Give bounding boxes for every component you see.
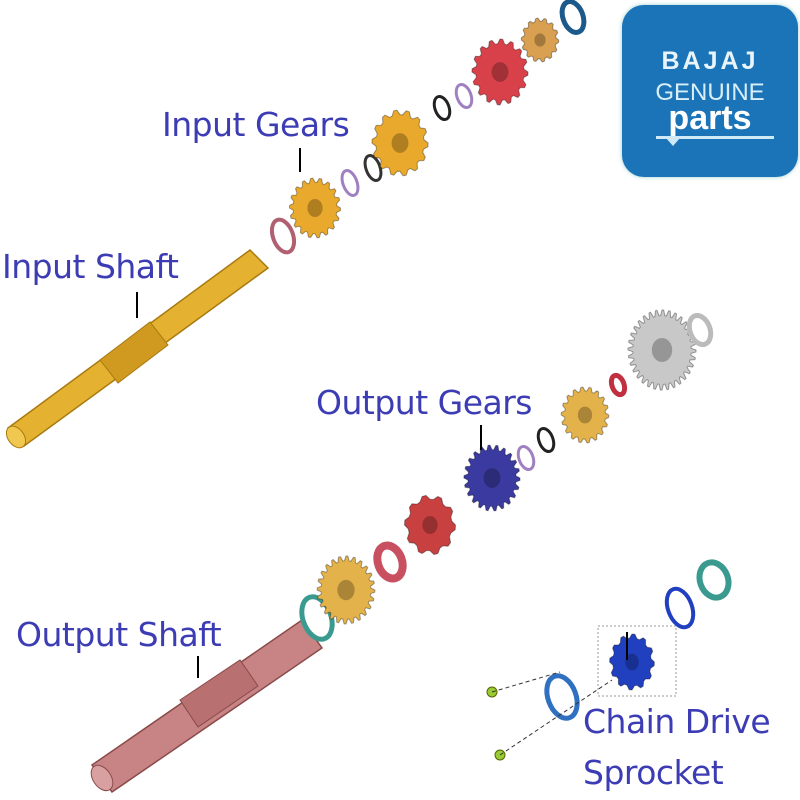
logo-line1: GENUINE bbox=[655, 79, 765, 106]
circlip bbox=[664, 586, 696, 630]
label-input-gears: Input Gears bbox=[162, 105, 350, 144]
label-output-shaft: Output Shaft bbox=[16, 615, 222, 654]
chain-sprocket bbox=[609, 633, 655, 691]
logo-arrow-icon bbox=[666, 138, 680, 146]
logo-brand: BAJAJ bbox=[661, 47, 759, 75]
label-input-shaft: Input Shaft bbox=[2, 247, 179, 286]
logo-line2: parts bbox=[668, 99, 752, 137]
circlip bbox=[432, 94, 452, 122]
input-gear-3 bbox=[471, 38, 529, 106]
washer bbox=[559, 0, 587, 35]
circlip bbox=[454, 82, 474, 110]
seal bbox=[696, 559, 732, 601]
washer bbox=[686, 312, 714, 348]
circlip bbox=[536, 426, 556, 454]
label-chain-drive: Chain Drive bbox=[583, 702, 771, 741]
output-shaft bbox=[90, 618, 324, 794]
bajaj-genuine-parts-logo: BAJAJ GENUINE parts bbox=[622, 5, 798, 177]
output-gear-1 bbox=[316, 555, 376, 625]
output-gear-4 bbox=[560, 386, 610, 444]
label-sprocket: Sprocket bbox=[583, 753, 724, 792]
input-gear-4 bbox=[520, 17, 560, 63]
lock-plate bbox=[544, 673, 580, 721]
bolt-guide-lines bbox=[491, 671, 613, 756]
output-gear-3 bbox=[463, 444, 521, 512]
washer bbox=[269, 217, 297, 255]
input-shaft bbox=[5, 249, 270, 449]
output-gear-5 bbox=[627, 309, 697, 391]
input-gear-1 bbox=[288, 177, 342, 239]
circlip bbox=[340, 169, 360, 197]
bushing bbox=[373, 541, 407, 583]
sprocket-outline bbox=[597, 625, 677, 697]
seal bbox=[299, 594, 335, 642]
logo-underline bbox=[656, 136, 774, 139]
leader-lines bbox=[136, 148, 628, 678]
circlip bbox=[363, 154, 383, 182]
label-output-gears: Output Gears bbox=[316, 383, 532, 422]
input-gear-2 bbox=[371, 109, 429, 177]
output-gear-2 bbox=[403, 494, 457, 556]
circlip bbox=[516, 444, 536, 472]
bushing bbox=[608, 372, 628, 398]
